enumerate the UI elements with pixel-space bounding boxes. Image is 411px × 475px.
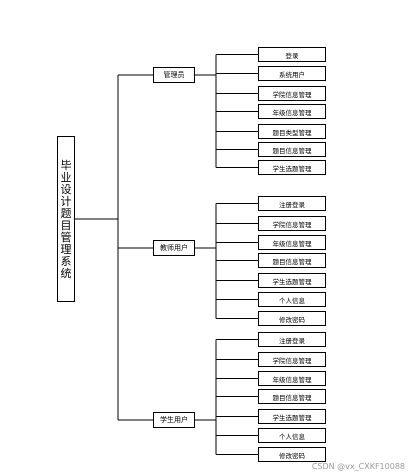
function-node: 题目信息管理: [258, 389, 326, 404]
function-node: 题目信息管理: [258, 253, 326, 268]
function-node: 修改密码: [258, 311, 326, 326]
function-node: 系统用户: [258, 66, 326, 81]
function-node: 个人信息: [258, 428, 326, 443]
role-node: 学生用户: [153, 412, 195, 428]
function-node: 题目类型管理: [258, 124, 326, 139]
root-title-char: 计: [60, 195, 72, 208]
function-node: 学生选题管理: [258, 160, 326, 175]
function-node: 学院信息管理: [258, 86, 326, 101]
root-title-char: 业: [60, 171, 72, 184]
function-node: 学生选题管理: [258, 273, 326, 288]
function-node: 修改密码: [258, 447, 326, 462]
watermark: CSDN @vx_CXKF10088: [311, 462, 405, 471]
root-title-char: 管: [60, 231, 72, 244]
function-node: 年级信息管理: [258, 104, 326, 119]
function-node: 学院信息管理: [258, 352, 326, 367]
role-node: 管理员: [153, 67, 195, 83]
function-node: 个人信息: [258, 292, 326, 307]
root-title-char: 理: [60, 243, 72, 256]
function-node: 年级信息管理: [258, 235, 326, 250]
function-node: 题目信息管理: [258, 142, 326, 157]
function-node: 学生选题管理: [258, 409, 326, 424]
root-title-char: 目: [60, 219, 72, 232]
root-title-char: 题: [60, 207, 72, 220]
function-node: 注册登录: [258, 196, 326, 211]
root-node: 毕业设计题目管理系统: [57, 136, 75, 302]
function-node: 学院信息管理: [258, 216, 326, 231]
root-title-char: 设: [60, 183, 72, 196]
root-title-char: 统: [60, 267, 72, 280]
root-title-char: 系: [60, 255, 72, 268]
function-node: 注册登录: [258, 332, 326, 347]
root-title-char: 毕: [60, 159, 72, 172]
function-node: 年级信息管理: [258, 371, 326, 386]
function-node: 登录: [258, 47, 326, 62]
role-node: 教师用户: [153, 240, 195, 256]
